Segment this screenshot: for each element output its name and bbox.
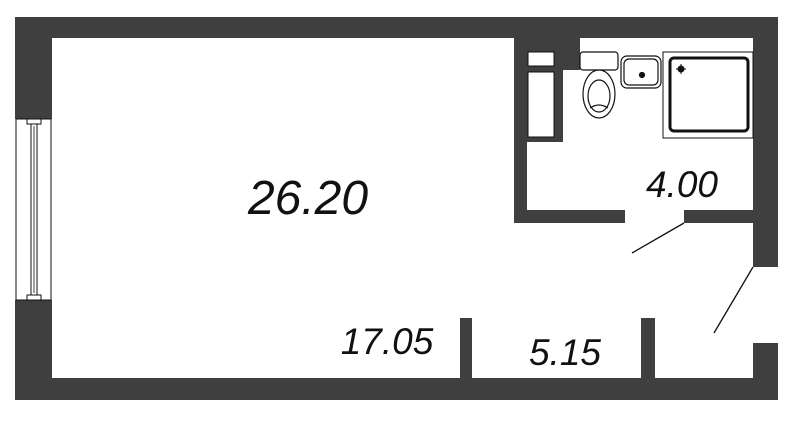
kitchen-area-label: 17.05 [341,321,434,362]
niche-shelves [527,51,555,138]
left-wall-upper [15,17,52,119]
window-sill-top [26,118,42,125]
bottom-wall [15,378,778,400]
living-room-area: 26.20 [247,172,368,225]
shelf-top [527,51,555,67]
window-sill-bottom [26,294,42,301]
bathroom-bottom-wall-right [684,210,753,223]
bathroom-area: 4.00 [646,164,718,205]
right-wall-lower [753,343,778,400]
sink-icon [620,55,662,89]
door-swings [631,222,754,334]
area-labels: 26.20 4.00 17.05 5.15 [247,164,718,373]
bathroom-left-wall [514,38,527,223]
entrance-door-swing [713,266,754,334]
partition-left [460,318,472,378]
walls [15,17,778,400]
bathroom-door-swing [631,222,685,254]
shower-tray-icon [662,51,754,139]
toilet-icon [579,51,619,119]
left-wall-lower [15,300,52,400]
top-wall [15,17,778,38]
partition-right [641,318,655,378]
window [15,118,52,301]
niche-block-top [563,38,580,70]
right-wall-upper [753,17,778,267]
hallway-area: 5.15 [529,332,601,373]
shelf-bottom [527,71,555,138]
bathroom-bottom-wall-left [514,210,625,223]
sink-drain-icon [638,71,646,79]
